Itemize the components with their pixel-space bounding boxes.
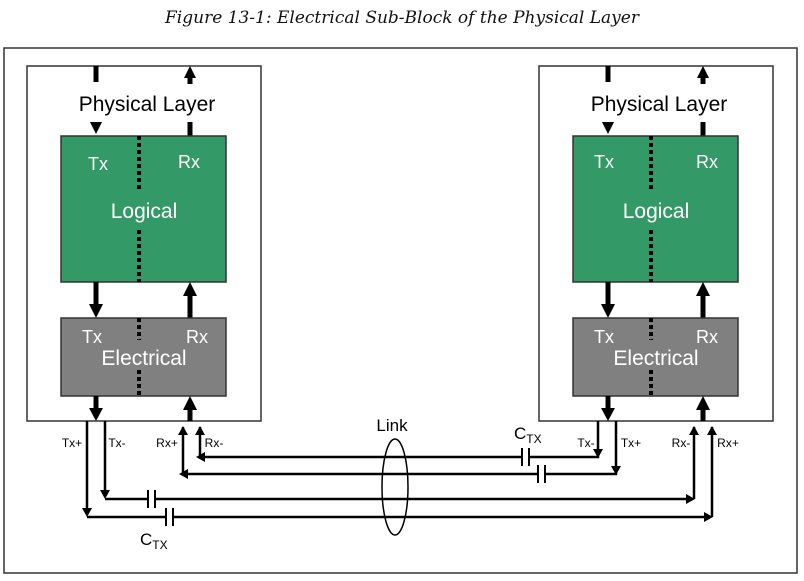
left-tx-down-arrow-icon bbox=[89, 304, 103, 318]
left-rx-up-arrow-icon bbox=[183, 282, 197, 296]
right-layer-title: Physical Layer bbox=[591, 93, 728, 116]
arrow-left-rxminus-in-icon bbox=[196, 452, 205, 462]
left-device: Physical Layer Tx Rx Logical Tx Rx Elect… bbox=[26, 65, 262, 450]
ctx-sub: TX bbox=[526, 432, 541, 446]
arrow-left-rxplus-in-icon bbox=[179, 469, 188, 479]
left-logical-rx-label: Rx bbox=[178, 152, 200, 172]
left-pin-tx-plus: Tx+ bbox=[62, 436, 82, 450]
ctx-main: C bbox=[514, 424, 526, 443]
arrow-left-rxminus-up-icon bbox=[195, 426, 205, 435]
right-electrical-rx-label: Rx bbox=[696, 327, 718, 347]
arrow-right-txplus-down-icon bbox=[611, 466, 621, 475]
figure-caption: Figure 13-1: Electrical Sub-Block of the… bbox=[165, 8, 639, 28]
arrow-right-rxminus-in-icon bbox=[686, 494, 695, 504]
right-elec-tx-arrow-icon bbox=[601, 408, 615, 421]
left-pin-tx-minus: Tx- bbox=[108, 436, 125, 450]
left-elec-rx-arrow-icon bbox=[183, 396, 197, 410]
capacitor-icon bbox=[165, 508, 174, 526]
arrow-right-rxminus-up-icon bbox=[689, 426, 699, 435]
ctx-sub: TX bbox=[152, 538, 167, 552]
right-electrical-tx-label: Tx bbox=[594, 327, 614, 347]
capacitors bbox=[147, 448, 546, 526]
capacitor-icon bbox=[147, 490, 156, 508]
left-pin-rx-plus: Rx+ bbox=[156, 436, 178, 450]
left-logical-label: Logical bbox=[111, 200, 178, 223]
right-pin-tx-minus: Tx- bbox=[577, 436, 594, 450]
left-top-rx-arrow-icon bbox=[184, 66, 196, 78]
left-electrical-rx-label: Rx bbox=[186, 327, 208, 347]
wire-arrowheads bbox=[82, 426, 717, 522]
right-elec-rx-arrow-icon bbox=[696, 396, 710, 410]
right-pin-tx-plus: Tx+ bbox=[621, 436, 641, 450]
right-logical-block bbox=[572, 135, 739, 283]
left-electrical-tx-label: Tx bbox=[82, 327, 102, 347]
right-logical-tx-label: Tx bbox=[594, 152, 614, 172]
ctx-label-left: CTX bbox=[140, 530, 168, 552]
link-ellipse-icon bbox=[381, 438, 409, 536]
right-logical-label: Logical bbox=[623, 200, 690, 223]
right-top-rx-arrow-icon bbox=[697, 66, 709, 78]
right-pin-rx-minus: Rx- bbox=[672, 436, 691, 450]
right-logical-rx-label: Rx bbox=[696, 152, 718, 172]
ctx-main: C bbox=[140, 530, 152, 549]
right-device: Physical Layer Tx Rx Logical Tx Rx Elect… bbox=[538, 65, 774, 450]
right-rx-up-arrow-icon bbox=[696, 282, 710, 296]
left-layer-title: Physical Layer bbox=[79, 93, 216, 116]
link-label: Link bbox=[376, 416, 408, 435]
right-electrical-label: Electrical bbox=[613, 347, 698, 370]
right-tx-down-arrow-icon bbox=[601, 304, 615, 318]
right-pin-rx-plus: Rx+ bbox=[717, 436, 739, 450]
ctx-label-right: CTX bbox=[514, 424, 542, 446]
arrow-left-txminus-down-icon bbox=[100, 490, 110, 499]
arrow-right-rxplus-up-icon bbox=[707, 426, 717, 435]
right-electrical-block bbox=[572, 317, 739, 397]
left-elec-tx-arrow-icon bbox=[89, 408, 103, 421]
arrow-right-txminus-down-icon bbox=[593, 449, 603, 458]
left-logical-tx-label: Tx bbox=[88, 154, 108, 174]
left-logical-tx-in-arrow-icon bbox=[90, 122, 102, 134]
arrow-left-rxplus-up-icon bbox=[178, 426, 188, 435]
left-pin-rx-minus: Rx- bbox=[205, 436, 224, 450]
right-logical-tx-in-arrow-icon bbox=[602, 122, 614, 134]
left-logical-block bbox=[60, 135, 227, 283]
arrow-right-rxplus-in-icon bbox=[704, 512, 713, 522]
left-electrical-block bbox=[60, 317, 227, 397]
outer-frame bbox=[3, 47, 798, 574]
capacitor-icon bbox=[537, 465, 546, 483]
left-electrical-label: Electrical bbox=[101, 347, 186, 370]
capacitor-icon bbox=[521, 448, 530, 466]
arrow-left-txplus-down-icon bbox=[82, 508, 92, 517]
